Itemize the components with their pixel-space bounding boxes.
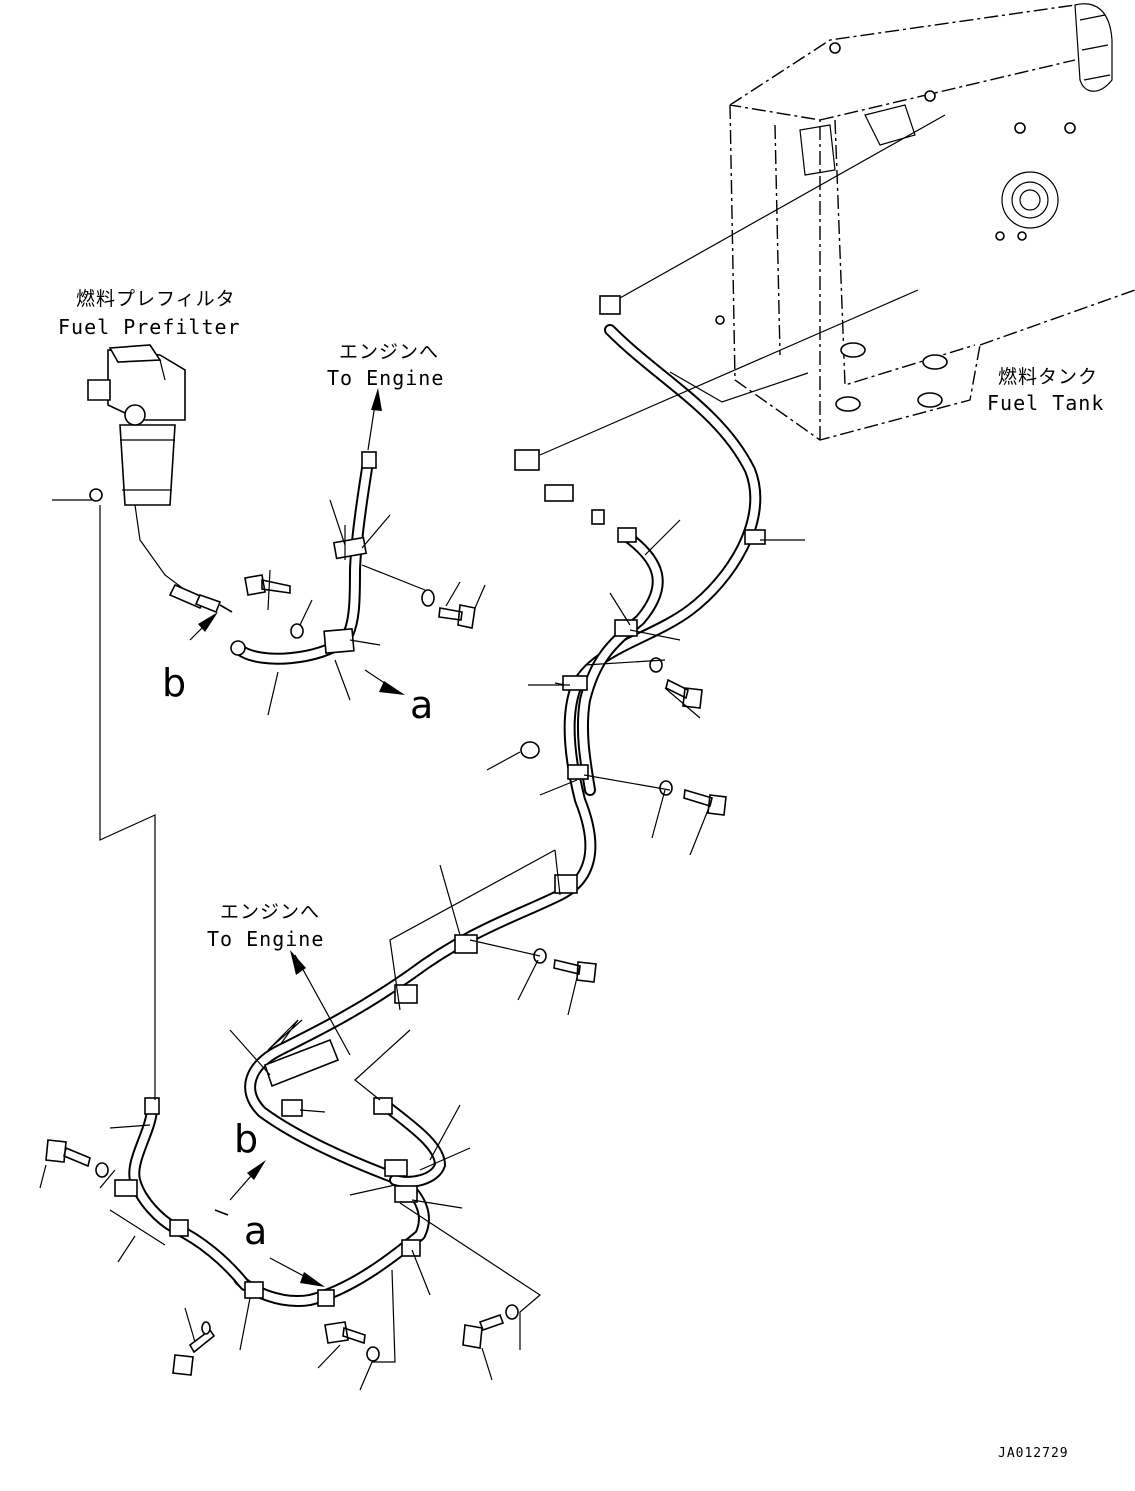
- prefilter-label-jp: 燃料プレフィルタ: [76, 288, 236, 310]
- engine-top-label-jp: エンジンへ: [339, 341, 440, 363]
- ref-a-lower: a: [244, 1209, 268, 1253]
- ref-b-upper: b: [162, 661, 187, 705]
- leader-lines: [39, 114, 946, 1391]
- direction-arrows: [189, 388, 405, 1287]
- tank-label-en: Fuel Tank: [987, 391, 1105, 415]
- tank-label-jp: 燃料タンク: [998, 366, 1099, 388]
- fuel-hose-lines: [128, 324, 762, 1307]
- hose-clamps: [114, 529, 766, 1307]
- arrow-b-upper-icon: [198, 612, 218, 632]
- arrow-a-lower-icon: [300, 1272, 325, 1287]
- arrow-b-lower-icon: [247, 1160, 266, 1180]
- prefilter-label-en: Fuel Prefilter: [58, 315, 241, 339]
- arrow-a-upper-icon: [379, 681, 405, 695]
- ref-a-upper: a: [410, 683, 434, 727]
- fuel-prefilter-assembly: [87, 344, 233, 614]
- drawing-code: JA012729: [998, 1446, 1069, 1461]
- arrow-to-engine-top-icon: [371, 388, 382, 411]
- engine-top-label-en: To Engine: [327, 366, 445, 390]
- engine-mid-label-en: To Engine: [207, 927, 325, 951]
- arrow-to-engine-mid-icon: [290, 950, 306, 975]
- engine-mid-label-jp: エンジンへ: [220, 901, 321, 923]
- fuel-tank-outline: [715, 3, 1135, 441]
- fittings-bolts-washers: [45, 295, 727, 1376]
- ref-b-lower: b: [234, 1117, 259, 1161]
